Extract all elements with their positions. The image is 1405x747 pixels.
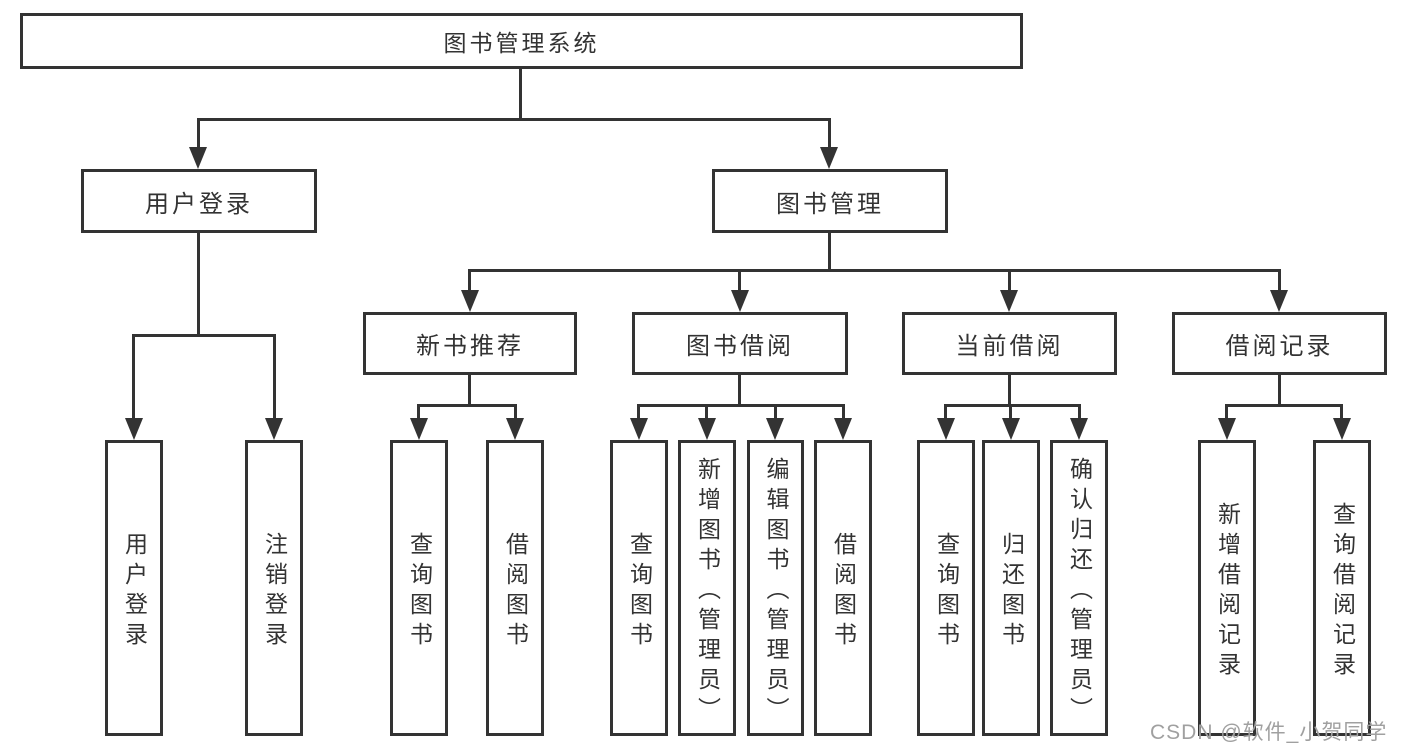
leaf-label: 查询图书 xyxy=(933,531,960,652)
arrow-down-icon xyxy=(506,418,524,440)
connector-stub xyxy=(842,404,845,422)
csdn-watermark: CSDN @软件_小贺同学 xyxy=(1150,721,1388,744)
connector-stub xyxy=(132,334,135,422)
leaf-label: 用户登录 xyxy=(121,531,148,652)
connector-stub xyxy=(944,404,947,422)
connector-root-vline xyxy=(519,69,522,121)
arrow-down-icon xyxy=(834,418,852,440)
leaf-query-books-recommend: 查询图书 xyxy=(390,440,448,736)
leaf-label: 编辑图书（管理员） xyxy=(763,456,789,727)
leaf-borrow-books-recommend: 借阅图书 xyxy=(486,440,544,736)
arrow-down-icon xyxy=(698,418,716,440)
connector-records-vline xyxy=(1278,375,1281,407)
connector-borrowing-vline xyxy=(738,375,741,407)
leaf-logout: 注销登录 xyxy=(245,440,303,736)
connector-stub xyxy=(1008,269,1011,294)
leaf-label: 查询图书 xyxy=(626,531,653,652)
node-label: 图书管理系统 xyxy=(443,30,600,56)
connector-recommend-hline xyxy=(417,404,517,407)
connector-stub xyxy=(1225,404,1228,422)
node-new-book-recommend: 新书推荐 xyxy=(363,312,577,375)
arrow-down-icon xyxy=(265,418,283,440)
leaf-label: 确认归还（管理员） xyxy=(1066,456,1093,727)
leaf-borrow-books-borrowing: 借阅图书 xyxy=(814,440,872,736)
connector-root-hline xyxy=(197,118,831,121)
node-label: 当前借阅 xyxy=(955,333,1064,360)
leaf-label: 新增图书（管理员） xyxy=(694,456,721,727)
connector-stub xyxy=(468,269,471,294)
leaf-label: 归还图书 xyxy=(998,531,1025,652)
connector-stub xyxy=(828,118,831,152)
arrow-down-icon xyxy=(731,290,749,312)
node-book-management: 图书管理 xyxy=(712,169,948,233)
node-label: 图书管理 xyxy=(776,190,884,218)
connector-stub xyxy=(1078,404,1081,422)
leaf-query-books-borrowing: 查询图书 xyxy=(610,440,668,736)
connector-stub xyxy=(637,404,640,422)
connector-stub xyxy=(774,404,777,422)
connector-records-hline xyxy=(1225,404,1343,407)
connector-current-vline xyxy=(1008,375,1011,407)
connector-current-hline xyxy=(944,404,1081,407)
leaf-return-book: 归还图书 xyxy=(982,440,1040,736)
leaf-label: 注销登录 xyxy=(261,531,288,652)
node-label: 新书推荐 xyxy=(416,333,524,360)
arrow-down-icon xyxy=(1270,290,1288,312)
leaf-query-books-current: 查询图书 xyxy=(917,440,975,736)
connector-stub xyxy=(197,118,200,152)
node-book-borrowing: 图书借阅 xyxy=(632,312,848,375)
connector-stub xyxy=(273,334,276,422)
leaf-label: 新增借阅记录 xyxy=(1214,501,1241,682)
arrow-down-icon xyxy=(125,418,143,440)
connector-stub xyxy=(705,404,708,422)
arrow-down-icon xyxy=(630,418,648,440)
connector-stub xyxy=(514,404,517,422)
arrow-down-icon xyxy=(410,418,428,440)
connector-userlogin-hline xyxy=(132,334,276,337)
node-current-borrowing: 当前借阅 xyxy=(902,312,1117,375)
connector-stub xyxy=(417,404,420,422)
arrow-down-icon xyxy=(820,147,838,169)
leaf-query-borrow-record: 查询借阅记录 xyxy=(1313,440,1371,736)
leaf-label: 查询借阅记录 xyxy=(1329,501,1356,682)
connector-stub xyxy=(1340,404,1343,422)
leaf-label: 借阅图书 xyxy=(502,531,529,652)
connector-bookmgmt-hline xyxy=(468,269,1281,272)
connector-borrowing-hline xyxy=(637,404,845,407)
arrow-down-icon xyxy=(1218,418,1236,440)
arrow-down-icon xyxy=(766,418,784,440)
arrow-down-icon xyxy=(1333,418,1351,440)
node-root-system: 图书管理系统 xyxy=(20,13,1023,69)
arrow-down-icon xyxy=(937,418,955,440)
node-borrowing-records: 借阅记录 xyxy=(1172,312,1387,375)
node-user-login: 用户登录 xyxy=(81,169,317,233)
connector-bookmgmt-vline xyxy=(828,233,831,271)
node-label: 借阅记录 xyxy=(1225,333,1334,360)
arrow-down-icon xyxy=(1002,418,1020,440)
node-label: 用户登录 xyxy=(145,190,253,218)
leaf-user-login: 用户登录 xyxy=(105,440,163,736)
node-label: 图书借阅 xyxy=(686,333,794,360)
connector-stub xyxy=(738,269,741,294)
leaf-edit-book-admin: 编辑图书（管理员） xyxy=(747,440,804,736)
connector-userlogin-vline xyxy=(197,233,200,337)
arrow-down-icon xyxy=(1000,290,1018,312)
arrow-down-icon xyxy=(189,147,207,169)
leaf-label: 借阅图书 xyxy=(830,531,857,652)
leaf-add-borrow-record: 新增借阅记录 xyxy=(1198,440,1256,736)
connector-stub xyxy=(1009,404,1012,422)
connector-recommend-vline xyxy=(468,375,471,407)
leaf-add-book-admin: 新增图书（管理员） xyxy=(678,440,736,736)
arrow-down-icon xyxy=(1070,418,1088,440)
leaf-confirm-return-admin: 确认归还（管理员） xyxy=(1050,440,1108,736)
connector-stub xyxy=(1278,269,1281,294)
arrow-down-icon xyxy=(461,290,479,312)
leaf-label: 查询图书 xyxy=(406,531,433,652)
